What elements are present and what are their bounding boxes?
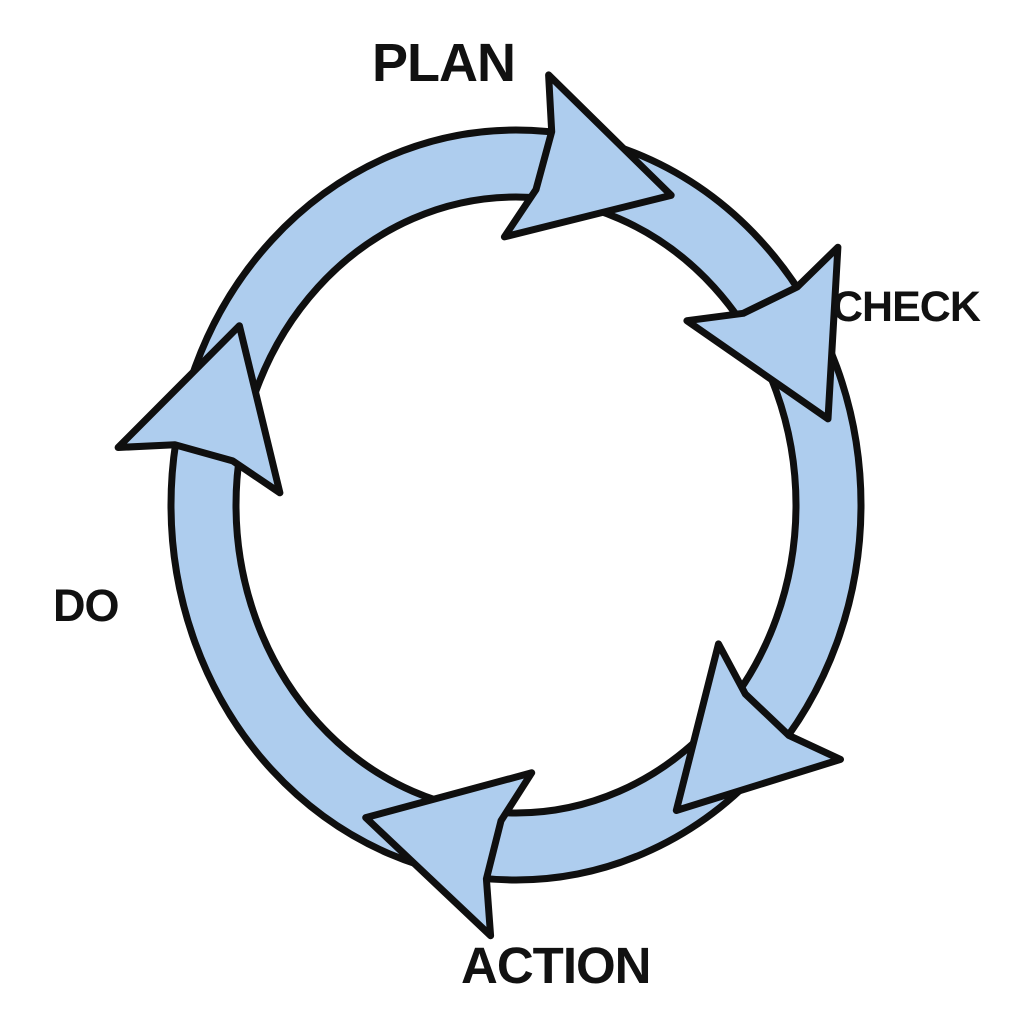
cycle-ring-band: [167, 126, 865, 884]
cycle-ring: [167, 126, 865, 884]
stage-label-check: CHECK: [832, 283, 981, 331]
arrowhead-check-to-action: [672, 640, 844, 814]
stage-label-plan: PLAN: [372, 33, 516, 93]
arrowhead-into-check: [683, 243, 842, 423]
stage-label-action: ACTION: [461, 937, 651, 994]
cycle-arrowheads: [114, 71, 844, 940]
arrowhead-do-to-plan: [114, 322, 284, 497]
arrowhead-plan-to-check: [500, 71, 675, 241]
stage-label-do: DO: [53, 580, 119, 631]
arrowhead-into-action: [362, 769, 536, 940]
